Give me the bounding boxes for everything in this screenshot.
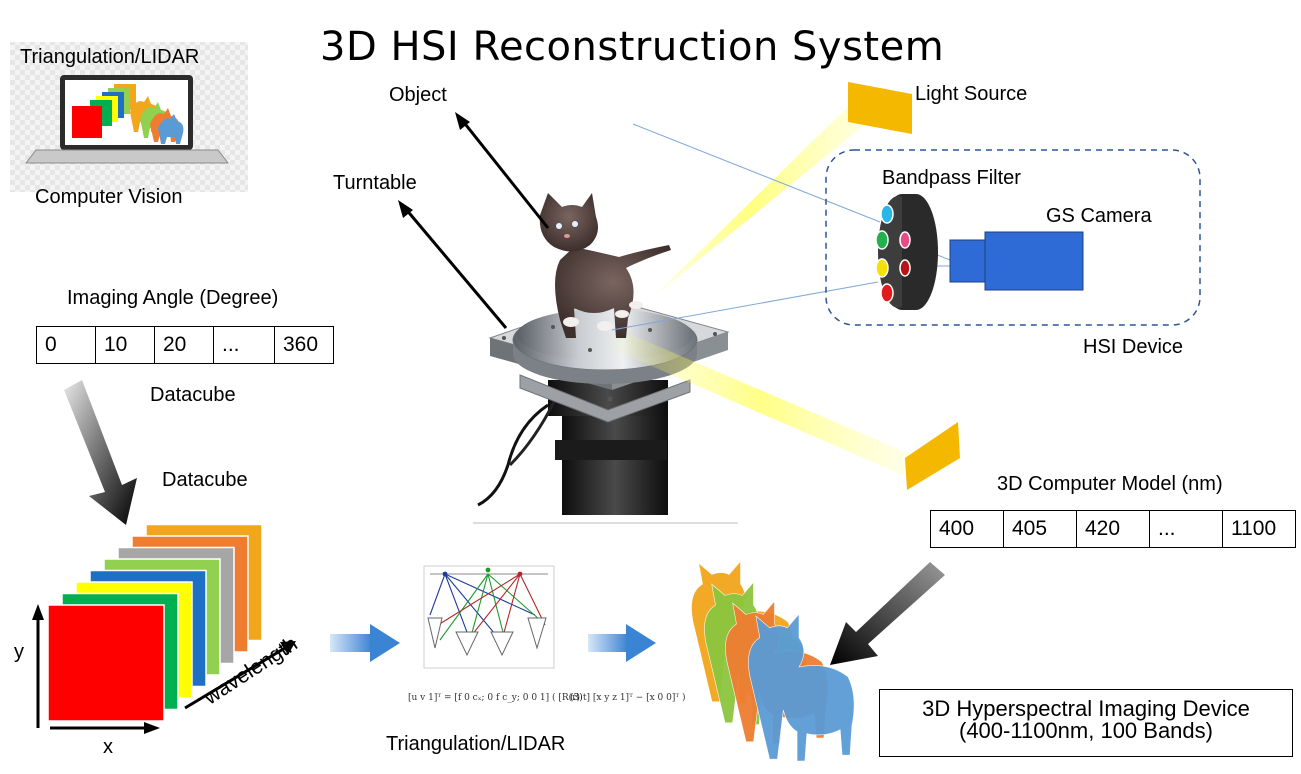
triangulation-figure: [423, 565, 555, 669]
wavelength-cell: 420: [1076, 510, 1150, 548]
turntable-pointer-arrow: [398, 200, 508, 329]
model-label: 3D Computer Model (nm): [997, 473, 1223, 495]
device-summary-line1: 3D Hyperspectral Imaging Device: [922, 696, 1250, 721]
wavelength-table: 400 405 420 ... 1100: [930, 510, 1296, 548]
projection-equation: [u v 1]ᵀ = [f 0 cₓ; 0 f c_y; 0 0 1] ( [R…: [408, 692, 686, 703]
light-source-panel-bottom: [905, 422, 960, 490]
cv-bottom-label: Computer Vision: [35, 186, 183, 208]
datacube-axes: [32, 604, 296, 734]
bandpass-filter-wheel: [875, 194, 938, 310]
wavelength-cell: ...: [1149, 510, 1223, 548]
triangulation-label: Triangulation/LIDAR: [386, 733, 566, 755]
gs-camera-label: GS Camera: [1046, 205, 1152, 227]
equation-number: (3): [570, 693, 583, 703]
light-source-panel-top: [848, 82, 912, 134]
wavelength-arrowhead: [280, 641, 296, 655]
wavelength-cell: 405: [1003, 510, 1077, 548]
device-summary-line2: (400-1100nm, 100 Bands): [959, 718, 1213, 743]
light-beams: [610, 95, 912, 475]
object-label: Object: [389, 84, 447, 106]
cat-model: [748, 613, 855, 762]
imaging-angle-label: Imaging Angle (Degree): [67, 287, 279, 309]
y-axis-label: y: [14, 641, 24, 663]
cat-object: [539, 193, 671, 338]
light-source-label: Light Source: [915, 83, 1028, 105]
datacube-label-lower: Datacube: [162, 469, 248, 491]
gs-camera: [949, 231, 1084, 291]
angle-cell: ...: [213, 326, 275, 364]
laptop-datacube-icon: [72, 84, 136, 138]
computer-vision-panel: [10, 42, 248, 192]
datacube-label-upper: Datacube: [150, 384, 236, 406]
turntable-label: Turntable: [333, 172, 417, 194]
bandpass-filter-label: Bandpass Filter: [882, 167, 1021, 189]
hsi-device-boundary: [825, 149, 1201, 326]
wavelength-cell: 1100: [1222, 510, 1296, 548]
svg-text:[u v 1]ᵀ = [f 0 cₓ; 0 f c_y; 0: [u v 1]ᵀ = [f 0 cₓ; 0 f c_y; 0 0 1] ( [R…: [408, 692, 686, 703]
laptop-cat-icons: [130, 96, 184, 144]
flow-arrow-1: [330, 624, 400, 662]
object-pointer-arrow: [455, 112, 550, 229]
model-to-cats-arrow: [830, 562, 945, 665]
3d-cat-models: [691, 560, 855, 762]
cv-top-label: Triangulation/LIDAR: [20, 46, 200, 68]
wavelength-cell: 400: [930, 510, 1004, 548]
angle-cell: 360: [274, 326, 334, 364]
page-title: 3D HSI Reconstruction System: [320, 24, 945, 70]
datacube-layer: [47, 604, 165, 722]
angle-cell: 10: [95, 326, 155, 364]
device-summary-box: 3D Hyperspectral Imaging Device (400-110…: [879, 689, 1293, 757]
datacube-stack: [47, 523, 263, 722]
angle-cell: 0: [36, 326, 96, 364]
y-axis-arrowhead: [32, 604, 44, 620]
x-axis-label: x: [103, 736, 113, 758]
x-axis-arrowhead: [144, 722, 160, 734]
turntable-scene: [473, 297, 738, 524]
imaging-angle-table: 0 10 20 ... 360: [36, 326, 334, 364]
angle-cell: 20: [154, 326, 214, 364]
flow-arrow-2: [588, 624, 656, 662]
imaging-to-datacube-arrow: [64, 380, 137, 525]
hsi-device-label: HSI Device: [1083, 336, 1184, 358]
